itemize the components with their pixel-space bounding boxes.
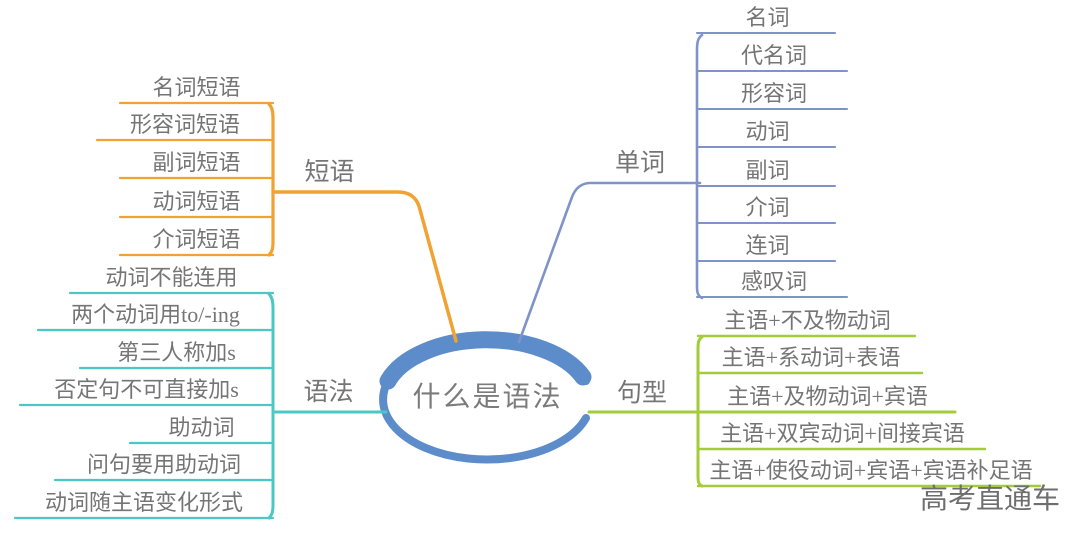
- grammar-item-1: 动词不能连用: [105, 265, 238, 290]
- branch-label-words: 单词: [614, 150, 665, 177]
- branch-phrases-spine: [267, 102, 275, 257]
- branch-label-patterns: 句型: [616, 380, 667, 407]
- word-item-interjection: 感叹词: [740, 269, 807, 294]
- phrase-item-adverb-phrase: 副词短语: [152, 150, 241, 175]
- word-item-adverb: 副词: [745, 158, 790, 183]
- word-item-pronoun: 代名词: [740, 43, 807, 68]
- watermark-gaokao-express: 高考直通车: [919, 484, 1060, 515]
- pattern-item-1: 主语+不及物动词: [724, 308, 891, 333]
- branch-words-line: [517, 181, 702, 344]
- word-item-noun: 名词: [745, 5, 790, 30]
- grammar-item-3: 第三人称加s: [117, 340, 236, 365]
- phrase-item-noun-phrase: 名词短语: [152, 75, 241, 100]
- pattern-item-4: 主语+双宾动词+间接宾语: [720, 421, 965, 446]
- grammar-item-5: 助动词: [168, 415, 235, 440]
- branch-grammar-spine: [267, 292, 275, 520]
- branch-label-phrases: 短语: [304, 159, 355, 186]
- grammar-item-6: 问句要用助动词: [86, 452, 241, 477]
- word-item-adjective: 形容词: [740, 81, 807, 106]
- phrase-item-verb-phrase: 动词短语: [152, 189, 241, 214]
- branch-patterns-spine: [696, 335, 704, 488]
- branch-label-grammar: 语法: [303, 379, 354, 406]
- word-item-conjunction: 连词: [745, 233, 790, 258]
- pattern-item-5: 主语+使役动词+宾语+宾语补足语: [709, 458, 1033, 483]
- phrase-item-adjective-phrase: 形容词短语: [129, 112, 240, 137]
- grammar-item-4: 否定句不可直接加s: [54, 377, 239, 402]
- branch-patterns-underlines: [696, 334, 1042, 488]
- phrase-item-preposition-phrase: 介词短语: [152, 227, 241, 252]
- grammar-item-7: 动词随主语变化形式: [44, 490, 243, 515]
- pattern-item-3: 主语+及物动词+宾语: [727, 384, 928, 409]
- branch-grammar-underlines: [13, 291, 275, 520]
- branch-words-spine: [695, 33, 704, 300]
- center-ellipse-thick-top: [379, 331, 592, 390]
- branch-words-underlines: [695, 31, 849, 299]
- grammar-item-2: 两个动词用to/-ing: [71, 302, 240, 327]
- center-topic: 什么是语法: [412, 382, 563, 413]
- branch-phrases-line: [271, 190, 458, 343]
- word-item-preposition: 介词: [745, 195, 790, 220]
- branch-phrases-underlines: [95, 101, 275, 257]
- word-item-verb: 动词: [745, 119, 790, 144]
- pattern-item-2: 主语+系动词+表语: [721, 345, 901, 370]
